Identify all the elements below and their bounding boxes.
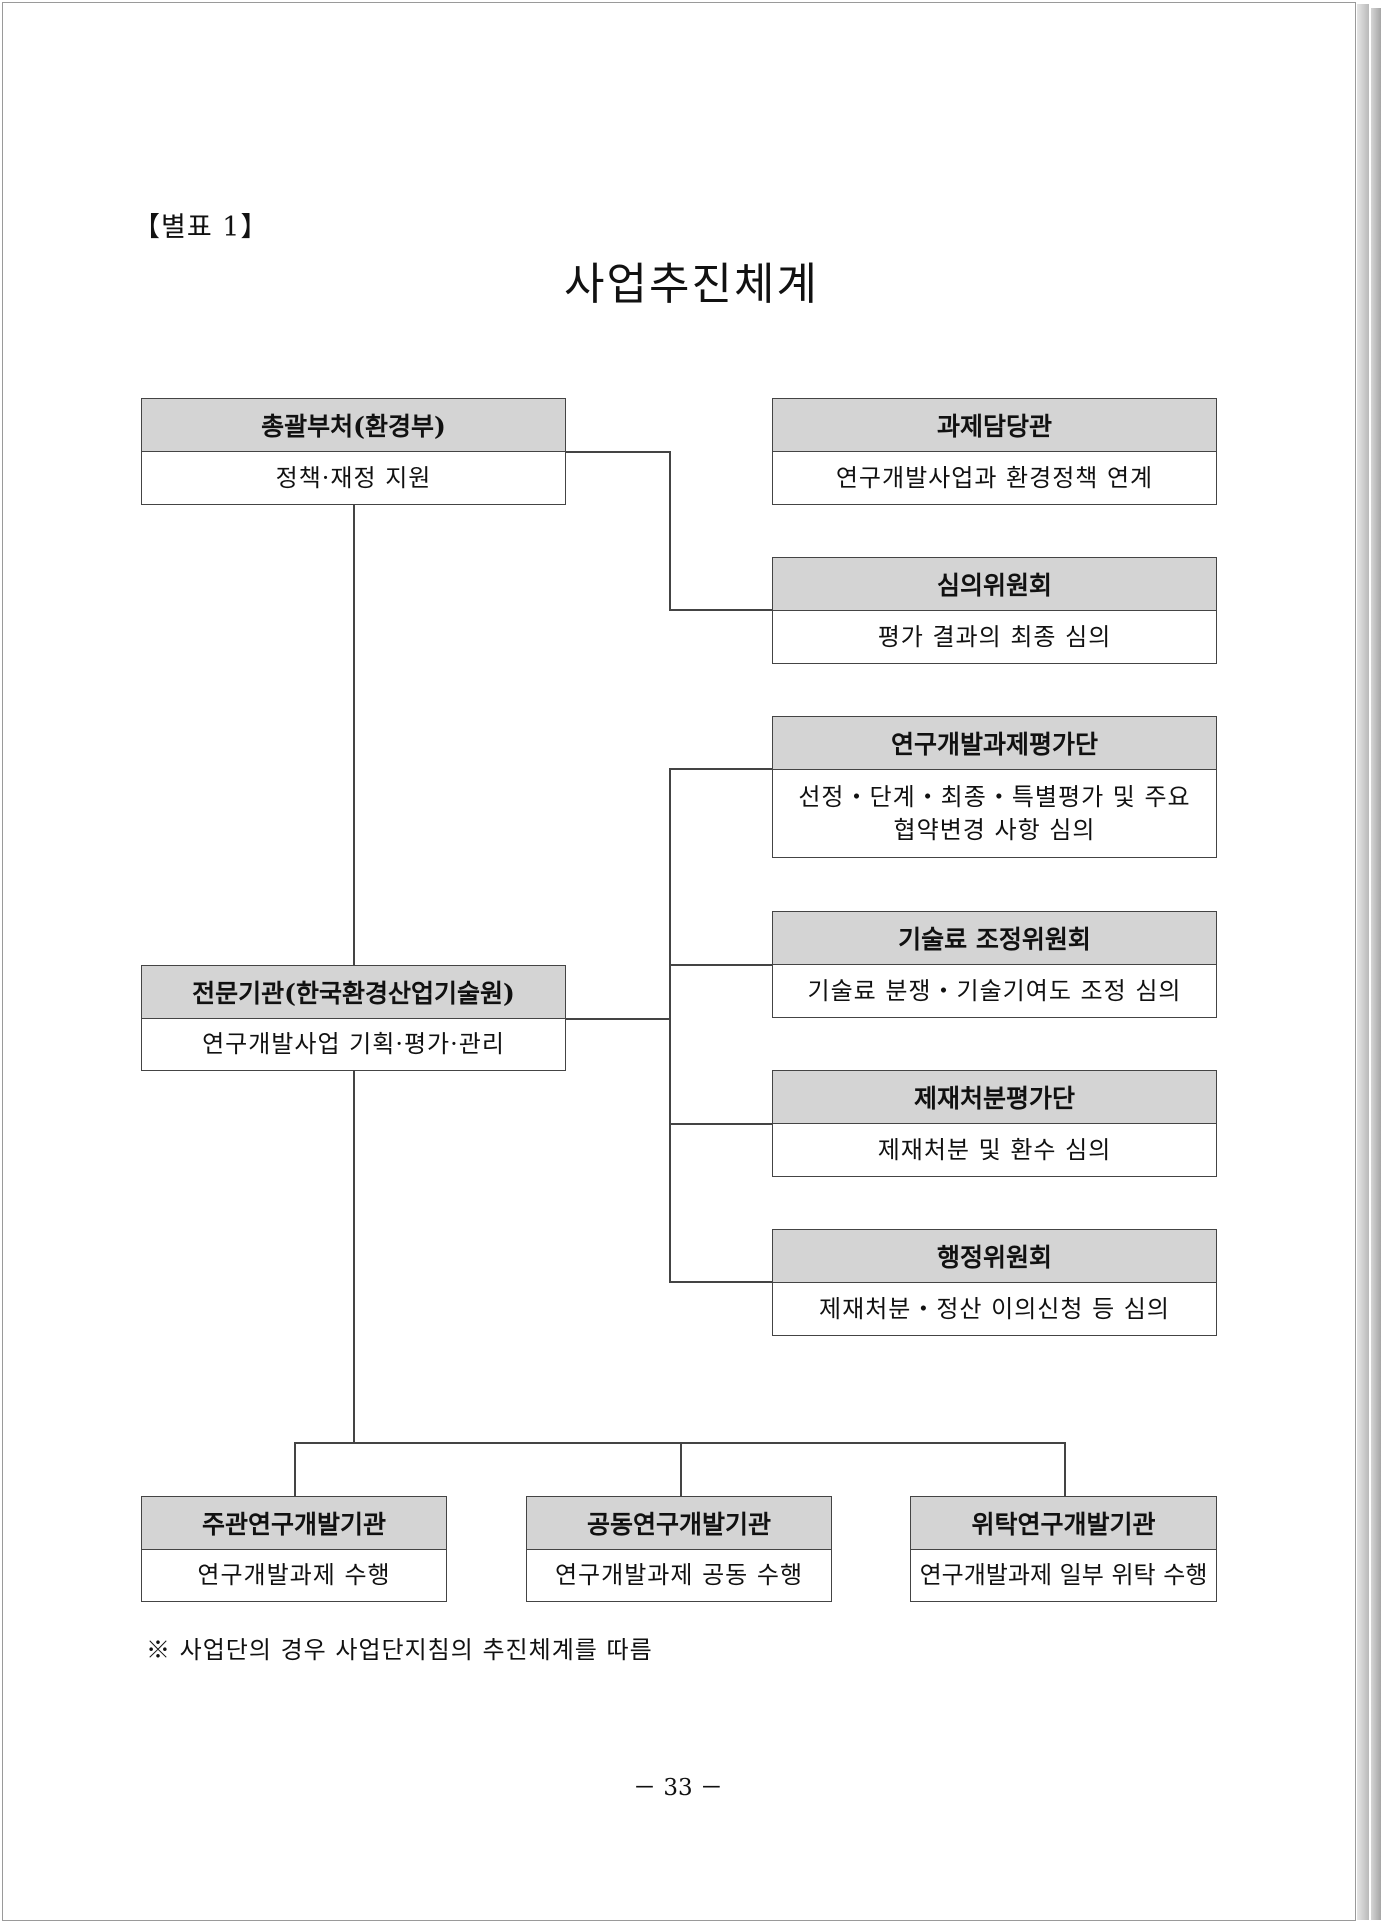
connector-line xyxy=(680,1442,682,1497)
box-description: 연구개발과제 공동 수행 xyxy=(554,1561,804,1590)
connector-line xyxy=(669,1123,772,1125)
box-description: 연구개발사업과 환경정책 연계 xyxy=(835,463,1154,492)
box-description: 기술료 분쟁・기술기여도 조정 심의 xyxy=(807,976,1182,1005)
lead-org-box: 주관연구개발기관 연구개발과제 수행 xyxy=(141,1496,447,1602)
connector-line xyxy=(294,1442,296,1497)
box-heading: 총괄부처(환경부) xyxy=(142,399,565,452)
evaluation-group-box: 연구개발과제평가단 선정・단계・최종・특별평가 및 주요 협약변경 사항 심의 xyxy=(772,716,1217,858)
page-edge-shadow-2 xyxy=(1371,8,1381,1920)
box-heading: 연구개발과제평가단 xyxy=(773,717,1216,770)
box-heading: 행정위원회 xyxy=(773,1230,1216,1283)
box-heading: 전문기관(한국환경산업기술원) xyxy=(142,966,565,1019)
footnote: ※ 사업단의 경우 사업단지침의 추진체계를 따름 xyxy=(146,1636,653,1664)
box-description: 정책·재정 지원 xyxy=(275,463,432,492)
box-description: 연구개발사업 기획·평가·관리 xyxy=(202,1030,505,1059)
document-title: 사업추진체계 xyxy=(564,259,819,310)
page-edge-shadow xyxy=(1357,4,1369,1920)
ministry-box: 총괄부처(환경부) 정책·재정 지원 xyxy=(141,398,566,505)
connector-line xyxy=(565,1018,671,1020)
admin-committee-box: 행정위원회 제재처분・정산 이의신청 등 심의 xyxy=(772,1229,1217,1336)
connector-line xyxy=(353,504,355,966)
box-heading: 공동연구개발기관 xyxy=(527,1497,831,1550)
tech-fee-committee-box: 기술료 조정위원회 기술료 분쟁・기술기여도 조정 심의 xyxy=(772,911,1217,1018)
box-description: 연구개발과제 일부 위탁 수행 xyxy=(919,1561,1208,1590)
box-description: 연구개발과제 수행 xyxy=(197,1561,391,1590)
box-description-line: 협약변경 사항 심의 xyxy=(893,815,1096,844)
sanction-group-box: 제재처분평가단 제재처분 및 환수 심의 xyxy=(772,1070,1217,1177)
box-description: 선정・단계・최종・특별평가 및 주요 협약변경 사항 심의 xyxy=(773,770,1216,857)
box-heading: 제재처분평가단 xyxy=(773,1071,1216,1124)
connector-line xyxy=(669,964,772,966)
box-description-line: 선정・단계・최종・특별평가 및 주요 xyxy=(798,783,1191,812)
connector-line xyxy=(669,768,772,770)
box-heading: 기술료 조정위원회 xyxy=(773,912,1216,965)
connector-line xyxy=(565,451,671,453)
box-heading: 위탁연구개발기관 xyxy=(911,1497,1216,1550)
box-heading: 심의위원회 xyxy=(773,558,1216,611)
task-officer-box: 과제담당관 연구개발사업과 환경정책 연계 xyxy=(772,398,1217,505)
commissioned-org-box: 위탁연구개발기관 연구개발과제 일부 위탁 수행 xyxy=(910,1496,1217,1602)
box-description: 제재처분・정산 이의신청 등 심의 xyxy=(819,1294,1170,1323)
annex-label: 【별표 1】 xyxy=(133,212,269,243)
connector-line xyxy=(669,1281,772,1283)
connector-line xyxy=(669,609,772,611)
agency-box: 전문기관(한국환경산업기술원) 연구개발사업 기획·평가·관리 xyxy=(141,965,566,1071)
connector-line xyxy=(669,451,671,611)
box-heading: 과제담당관 xyxy=(773,399,1216,452)
deliberation-committee-box: 심의위원회 평가 결과의 최종 심의 xyxy=(772,557,1217,664)
connector-line xyxy=(353,1070,355,1444)
connector-line xyxy=(669,768,671,1283)
box-heading: 주관연구개발기관 xyxy=(142,1497,446,1550)
page-number: － 33 － xyxy=(633,1775,723,1801)
box-description: 제재처분 및 환수 심의 xyxy=(877,1135,1112,1164)
connector-line xyxy=(1064,1442,1066,1497)
box-description: 평가 결과의 최종 심의 xyxy=(877,622,1112,651)
joint-org-box: 공동연구개발기관 연구개발과제 공동 수행 xyxy=(526,1496,832,1602)
